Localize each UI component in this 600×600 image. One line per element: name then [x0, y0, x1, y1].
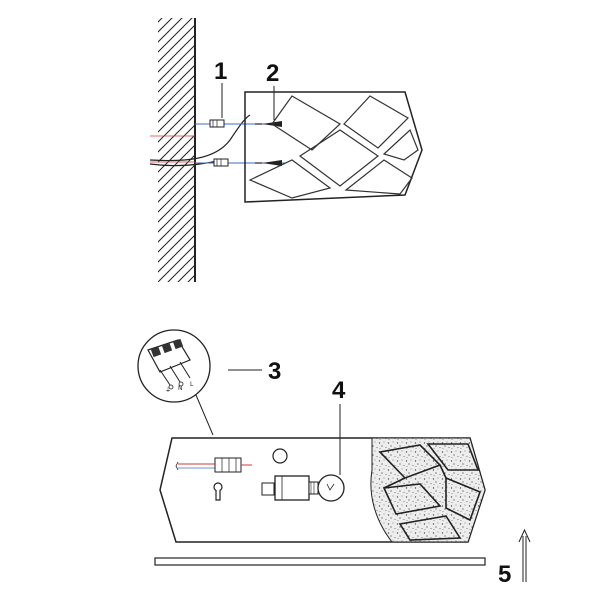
- wall-hatch: [158, 18, 195, 282]
- glass-panel: [154, 557, 486, 566]
- lamp-body-side: [244, 91, 423, 203]
- keyhole-icon: [213, 482, 223, 501]
- callout-1: 1: [214, 58, 227, 118]
- wall-section: [150, 18, 196, 282]
- terminal-mark-earth: ⏚: [165, 387, 171, 394]
- callout-number-2: 2: [266, 60, 279, 87]
- callout-3: 3: [228, 358, 281, 385]
- up-arrow-icon: [518, 528, 531, 582]
- callout-number-3: 3: [268, 358, 281, 385]
- callout-number-4: 4: [332, 377, 346, 404]
- terminal-zoom-bubble: ⏚ N L: [137, 329, 214, 436]
- callout-2: 2: [266, 60, 279, 120]
- stone-face-grooves: [378, 443, 482, 541]
- terminal-mark-l: L: [190, 381, 194, 388]
- callout-number-5: 5: [498, 561, 511, 588]
- terminal-mark-n: N: [178, 385, 183, 392]
- bulb-icon: [261, 474, 345, 502]
- callout-4: 4: [332, 377, 346, 475]
- terminal-block-icon: [147, 338, 191, 390]
- stone-groove-pattern: [248, 95, 419, 199]
- callout-number-1: 1: [214, 58, 227, 85]
- wall-plug-icon: [209, 119, 229, 167]
- callout-5: 5: [498, 528, 531, 588]
- wire-connector-front: [175, 457, 252, 473]
- stone-face: [370, 437, 486, 543]
- cable-hole: [272, 448, 288, 464]
